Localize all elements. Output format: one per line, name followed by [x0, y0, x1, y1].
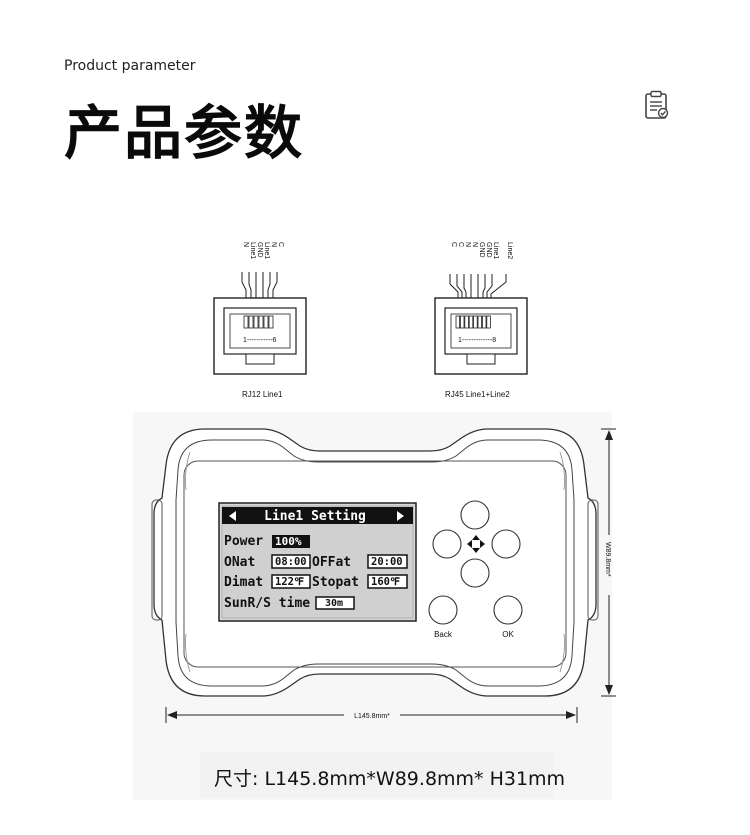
- dimension-summary-box: [200, 752, 554, 798]
- ok-button-label: OK: [502, 630, 514, 639]
- dimension-summary: 尺寸: L145.8mm*W89.8mm* H31mm: [214, 768, 566, 790]
- rj12-pin-label-1: N: [242, 242, 249, 247]
- lcd-dim-value: 122℉: [275, 576, 305, 588]
- length-dimension: L145.8mm*: [165, 707, 578, 723]
- clipboard-check-icon[interactable]: [644, 90, 670, 120]
- lcd-power-value: 100%: [275, 535, 302, 548]
- right-button[interactable]: [491, 529, 521, 559]
- rj12-pin-label-4: Line1: [263, 242, 270, 259]
- down-button[interactable]: [460, 558, 490, 588]
- rj12-pin-range: 1-----------6: [243, 337, 277, 344]
- rj12-pin-label-3: GND: [256, 242, 263, 258]
- back-button[interactable]: [428, 595, 458, 625]
- left-button[interactable]: [432, 529, 462, 559]
- lcd-dim-label: Dimat: [224, 575, 263, 590]
- rj12-pin-label-6: C: [277, 242, 284, 247]
- lcd-on-label: ONat: [224, 555, 255, 570]
- back-button-label: Back: [434, 630, 453, 639]
- lcd-stop-value: 160℉: [371, 576, 401, 588]
- rj45-pin-label-4: GND: [478, 242, 485, 258]
- lcd-off-value: 20:00: [371, 556, 403, 568]
- lcd-sun-value: 30m: [325, 598, 343, 609]
- length-label: L145.8mm*: [354, 713, 390, 720]
- lcd-power-label: Power: [224, 534, 263, 549]
- rj12-connector: N Line1 GND Line1 N C: [213, 242, 307, 399]
- lcd-stop-label: Stopat: [312, 575, 359, 590]
- rj45-pin-label-2: Line1: [492, 242, 499, 259]
- ok-button[interactable]: [493, 595, 523, 625]
- section-subtitle: Product parameter: [64, 58, 196, 74]
- lcd-sun-label: SunR/S time: [224, 596, 310, 611]
- lcd-off-label: OFFat: [312, 555, 351, 570]
- page-title: 产品参数: [64, 99, 305, 167]
- width-label: W89.8mm*: [604, 542, 611, 577]
- rj12-pin-label-2: Line1: [249, 242, 256, 259]
- rj45-pin-label-6: N: [464, 242, 471, 247]
- lcd-title: Line1 Setting: [264, 509, 366, 524]
- rj45-pin-label-8: C: [450, 242, 457, 247]
- device-buttons: Back OK: [428, 500, 523, 639]
- rj45-pin-range: 1-------------8: [458, 337, 496, 344]
- rj45-pin-label-1: Line2: [506, 242, 513, 259]
- dpad-arrows-icon: [467, 535, 485, 553]
- lcd-right-arrow-icon: [397, 511, 404, 521]
- rj45-caption: RJ45 Line1+Line2: [445, 390, 510, 399]
- lcd-on-value: 08:00: [275, 556, 307, 568]
- rj45-pin-label-5: N: [471, 242, 478, 247]
- lcd-left-arrow-icon: [229, 511, 236, 521]
- rj45-connector: C C N N GND GND Line1 Line2: [434, 242, 528, 399]
- up-button[interactable]: [460, 500, 490, 530]
- rj12-pin-label-5: N: [270, 242, 277, 247]
- rj45-pin-label-7: C: [457, 242, 464, 247]
- rj45-pin-label-3: GND: [485, 242, 492, 258]
- rj12-caption: RJ12 Line1: [242, 390, 283, 399]
- lcd-screen: Line1 Setting Power 100% ONat 08:00 OFFa…: [218, 502, 417, 622]
- width-dimension: W89.8mm*: [601, 428, 616, 697]
